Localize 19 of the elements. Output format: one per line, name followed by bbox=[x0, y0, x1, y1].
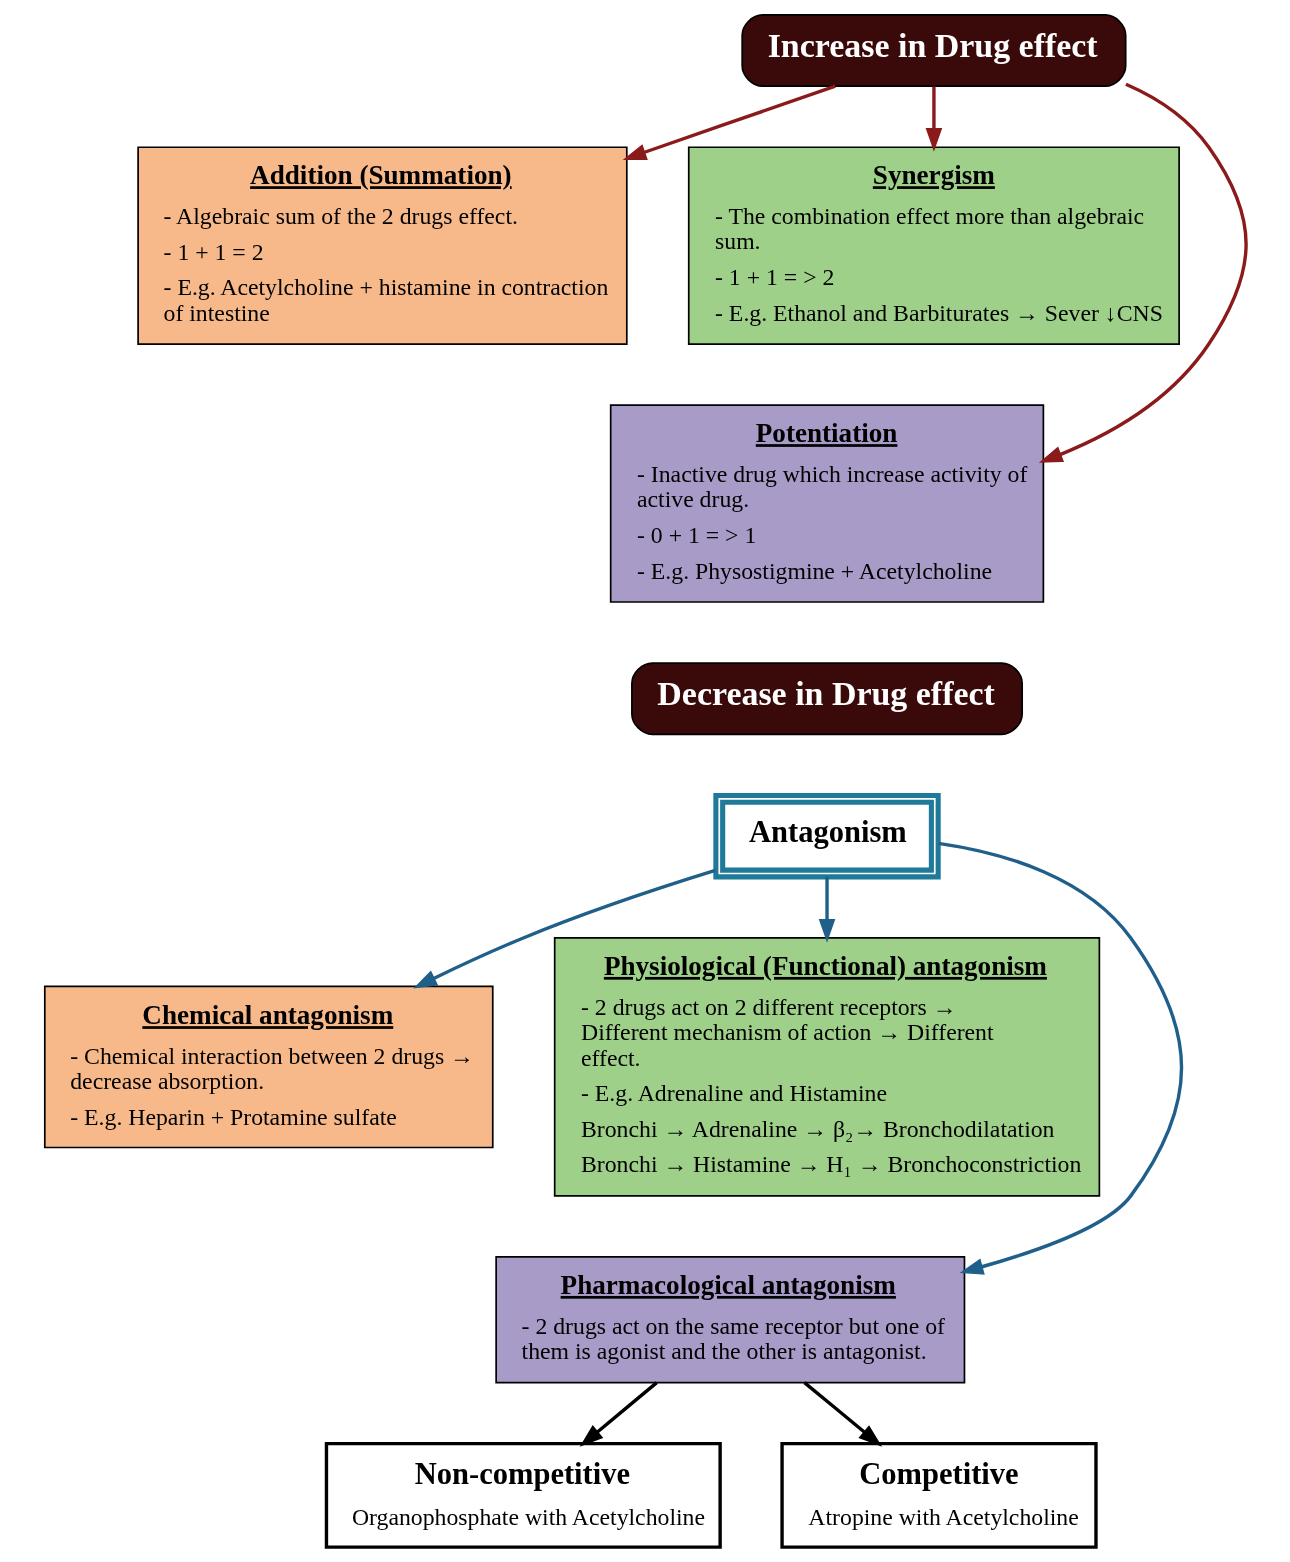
node-box: Pharmacological antagonism - 2 drugs act on the same receptor but one of them is agonist and the other is antagonist. bbox=[494, 1256, 965, 1384]
node-box: Potentiation - Inactive drug which increase activity of active drug. - 0 + 1 = > 1 - E.g. Physostigmine + Acetylcholine bbox=[609, 404, 1044, 603]
arrow bbox=[818, 876, 835, 943]
arrow bbox=[579, 1381, 658, 1447]
node-box: Antagonism bbox=[712, 792, 941, 880]
node-box: Decrease in Drug effect bbox=[630, 662, 1023, 736]
node-box: Increase in Drug effect bbox=[740, 14, 1126, 87]
node-box: Competitive Atropine with Acetylcholine bbox=[779, 1441, 1098, 1549]
arrow bbox=[802, 1381, 882, 1447]
node-box: Addition (Summation) - Algebraic sum of the 2 drugs effect. - 1 + 1 = 2 - E.g. Acetylcholine + histamine in contraction of intestine bbox=[136, 146, 628, 345]
node-box: Physiological (Functional) antagonism - 2 drugs act on 2 different receptors → Different mechanism of action → Different effect. - E.g. Adrenaline and Histamine Bronchi → Adrenaline → β₂→ Bronchodilatation Bronchi → Histamine → H₁ → Bronchoconstriction bbox=[553, 937, 1100, 1197]
node-box: Synergism - The combination effect more than algebraic sum. - 1 + 1 = > 2 - E.g. Ethanol and Barbiturates → Sever ↓CNS bbox=[687, 146, 1180, 345]
arrow bbox=[937, 841, 1183, 1275]
arrow bbox=[622, 84, 836, 160]
node-box: Chemical antagonism - Chemical interaction between 2 drugs → decrease absorption. - E.g. Heparin + Protamine sulfate bbox=[43, 985, 494, 1149]
arrow bbox=[412, 868, 716, 989]
arrow bbox=[1038, 82, 1248, 463]
arrow bbox=[925, 86, 942, 152]
node-box: Non-competitive Organophosphate with Acetylcholine bbox=[324, 1441, 722, 1549]
